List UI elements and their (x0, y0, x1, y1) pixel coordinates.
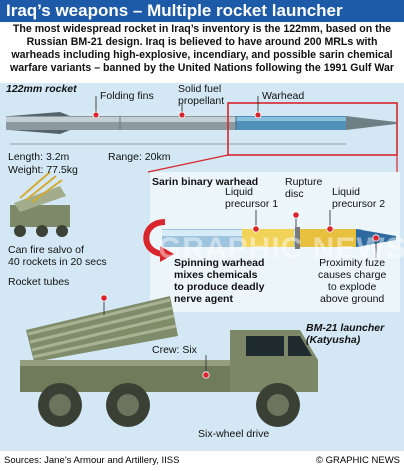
credit-text: © GRAPHIC NEWS (315, 455, 400, 466)
propellant-line: Solid fuel (178, 83, 222, 95)
rupture-line: Rupture (285, 176, 323, 188)
fuze-line: to explode (327, 281, 377, 293)
intro-text: The most widespread rocket in Iraq’s inv… (2, 23, 402, 75)
sarin-warhead-callout (143, 154, 400, 312)
propellant-line: propellant (178, 95, 225, 107)
spinning-line: mixes chemicals (174, 269, 258, 281)
salvo-line: 40 rockets in 20 secs (8, 256, 107, 268)
footer: Sources: Jane’s Armour and Artillery, II… (0, 451, 404, 471)
precursor-2-label: Liquid precursor 2 (332, 186, 385, 210)
leader-dot (100, 294, 108, 302)
proximity-fuze-label: Proximity fuze causes charge to explode … (318, 257, 386, 305)
sarin-warhead-title: Sarin binary warhead (152, 176, 259, 188)
rocket-weight: Weight: 77.5kg (8, 164, 78, 176)
leader-dot (254, 111, 262, 119)
small-launcher-illustration (10, 171, 70, 237)
precursor-2-chamber (300, 229, 356, 247)
warhead-label: Warhead (262, 90, 305, 102)
salvo-label: Can fire salvo of 40 rockets in 20 secs (8, 244, 107, 268)
precursor-1-line: precursor 1 (225, 198, 279, 210)
spin-arrow (143, 219, 166, 257)
launcher-name-line: BM-21 launcher (306, 322, 385, 334)
rocket-fin (10, 130, 70, 134)
intro-line: The most widespread rocket in Iraq’s inv… (12, 23, 392, 35)
rocket-tube-pack (26, 296, 178, 362)
spinning-line: to produce deadly (174, 281, 265, 293)
fuze-line: causes charge (318, 269, 387, 281)
rocket-name: 122mm rocket (6, 83, 77, 95)
rupture-line: disc (285, 188, 304, 200)
leader-dot (202, 371, 210, 379)
bm21-truck-illustration (20, 294, 318, 427)
spinning-line: nerve agent (174, 293, 233, 305)
intro-line: warheads including high-explosive, incen… (11, 49, 393, 61)
intro-line: Russian BM-21 design. Iraq is believed t… (26, 36, 378, 48)
leader-dot (292, 211, 300, 219)
rupture-disc (295, 227, 300, 249)
rocket-illustration (6, 96, 398, 156)
leader-dot (178, 111, 186, 119)
precursor-2-line: Liquid (332, 186, 361, 198)
rocket-length: Length: 3.2m (8, 151, 70, 163)
spinning-line: Spinning warhead (174, 257, 265, 269)
fuze-line: Proximity fuze (319, 257, 386, 269)
fuze-line: above ground (320, 293, 385, 305)
folding-fins-label: Folding fins (100, 90, 154, 102)
precursor-1-label: Liquid precursor 1 (225, 186, 278, 210)
intro-line: warfare variants – banned by the United … (10, 62, 394, 74)
leader-dot (326, 225, 334, 233)
precursor-2-line: precursor 2 (332, 198, 386, 210)
spinning-warhead-text: Spinning warhead mixes chemicals to prod… (174, 257, 264, 305)
rocket-fin (10, 112, 70, 116)
leader-dot (92, 111, 100, 119)
warhead-highlight-box (227, 102, 398, 156)
rocket-nose (346, 116, 396, 130)
salvo-line: Can fire salvo of (8, 244, 84, 256)
rocket-tubes-label: Rocket tubes (8, 276, 70, 288)
launcher-name-line: (Katyusha) (306, 334, 361, 346)
rupture-disc-label: Rupture disc (285, 176, 322, 200)
propellant-label: Solid fuel propellant (178, 83, 224, 107)
page-title: Iraq’s weapons – Multiple rocket launche… (0, 0, 404, 22)
sources-text: Sources: Jane’s Armour and Artillery, II… (4, 455, 180, 466)
watermark: GRAPHIC NEWS (158, 232, 404, 265)
precursor-1-line: Liquid (225, 186, 254, 198)
truck-wheels (38, 383, 300, 427)
leader-dot (252, 225, 260, 233)
leader-dot (372, 234, 380, 242)
drive-label: Six-wheel drive (198, 428, 270, 440)
crew-label: Crew: Six (152, 344, 197, 356)
precursor-1-chamber (242, 229, 294, 247)
launcher-name: BM-21 launcher (Katyusha) (306, 322, 384, 346)
rocket-range: Range: 20km (108, 151, 171, 163)
